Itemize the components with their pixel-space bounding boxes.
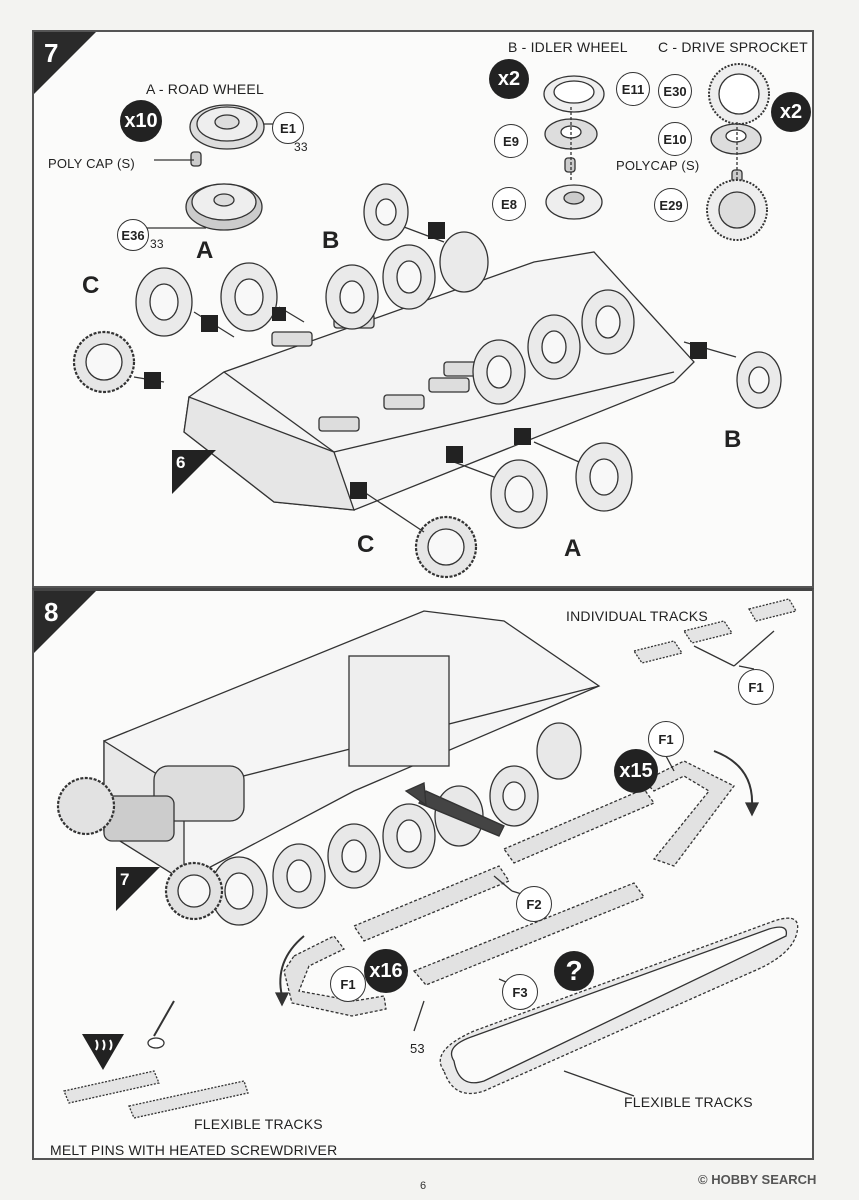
track-count-label: 53 bbox=[410, 1041, 425, 1056]
idler-wheel-multiplier: x2 bbox=[489, 59, 529, 99]
part-e10-callout: E10 bbox=[658, 122, 692, 156]
letter-a-top: A bbox=[196, 237, 214, 264]
part-e8-callout: E8 bbox=[492, 187, 526, 221]
watermark-text: HOBBY SEARCH bbox=[711, 1172, 817, 1187]
lower-track-multiplier: x16 bbox=[364, 949, 408, 993]
drive-sprocket-multiplier: x2 bbox=[771, 92, 811, 132]
individual-track-part-f1: F1 bbox=[738, 669, 774, 705]
page-number: 6 bbox=[420, 1180, 427, 1192]
heated-screwdriver-warning-icon bbox=[82, 1034, 124, 1070]
reference-step-6-marker bbox=[172, 450, 216, 494]
reference-step-6-number: 6 bbox=[176, 453, 186, 472]
step-8-number: 8 bbox=[44, 597, 59, 627]
part-e29-callout: E29 bbox=[654, 188, 688, 222]
lower-track-part-f1: F1 bbox=[330, 966, 366, 1002]
letter-c-left: C bbox=[82, 272, 100, 299]
individual-tracks-label: INDIVIDUAL TRACKS bbox=[566, 608, 708, 624]
part-e1-callout: E1 bbox=[272, 112, 304, 144]
part-f2-callout: F2 bbox=[516, 886, 552, 922]
step-8-illustration bbox=[56, 598, 799, 1119]
letter-c-bottom: C bbox=[357, 531, 375, 558]
drive-sprocket-title: C - DRIVE SPROCKET bbox=[658, 39, 808, 55]
part-e36-callout: E36 bbox=[117, 219, 149, 251]
upper-track-multiplier: x15 bbox=[614, 749, 658, 793]
reference-step-7-marker bbox=[116, 867, 160, 911]
road-wheel-title: A - ROAD WHEEL bbox=[146, 81, 264, 97]
road-wheel-multiplier: x10 bbox=[120, 100, 162, 142]
step-7-panel: 7 bbox=[32, 30, 814, 588]
flexible-tracks-left-label: FLEXIBLE TRACKS bbox=[194, 1116, 323, 1132]
sprocket-polycap-label: POLYCAP (S) bbox=[616, 158, 700, 173]
step-7-number: 7 bbox=[44, 38, 59, 68]
part-e30-callout: E30 bbox=[658, 74, 692, 108]
letter-a-bottom: A bbox=[564, 535, 582, 562]
watermark-mark: © bbox=[698, 1172, 708, 1187]
step-8-panel: 8 bbox=[32, 588, 814, 1160]
part-e1-qty: 33 bbox=[294, 140, 308, 154]
step-8-tab bbox=[34, 591, 96, 653]
step-7-illustration bbox=[72, 63, 782, 579]
part-f3-callout: F3 bbox=[502, 974, 538, 1010]
part-e11-callout: E11 bbox=[616, 72, 650, 106]
flexible-tracks-right-label: FLEXIBLE TRACKS bbox=[624, 1094, 753, 1110]
step-7-tab bbox=[34, 32, 96, 94]
melt-pins-label: MELT PINS WITH HEATED SCREWDRIVER bbox=[50, 1142, 338, 1158]
watermark: © HOBBY SEARCH bbox=[698, 1172, 816, 1187]
part-e9-callout: E9 bbox=[494, 124, 528, 158]
question-mark-icon: ? bbox=[554, 951, 594, 991]
road-wheel-polycap-label: POLY CAP (S) bbox=[48, 156, 135, 171]
reference-step-7-number: 7 bbox=[120, 870, 130, 889]
upper-track-part-f1: F1 bbox=[648, 721, 684, 757]
letter-b-top: B bbox=[322, 227, 340, 254]
letter-b-right: B bbox=[724, 426, 742, 453]
part-e36-qty: 33 bbox=[150, 237, 164, 251]
idler-wheel-title: B - IDLER WHEEL bbox=[508, 39, 628, 55]
